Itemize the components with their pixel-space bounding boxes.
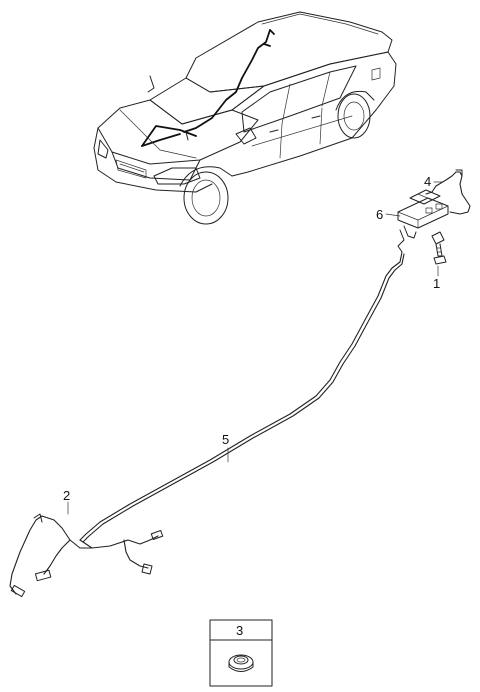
callout-1: 1 (433, 276, 440, 291)
grommet-legend-box (209, 619, 273, 687)
vehicle-illustration (93, 11, 397, 225)
callout-6: 6 (376, 207, 383, 222)
extension-cable-assembly (9, 501, 164, 598)
antenna-feeder-cable (79, 251, 405, 543)
callout-3: 3 (236, 623, 243, 638)
callout-5: 5 (222, 432, 229, 447)
antenna-amplifier-assembly (385, 169, 471, 277)
callout-4: 4 (424, 174, 431, 189)
callout-2: 2 (63, 488, 70, 503)
